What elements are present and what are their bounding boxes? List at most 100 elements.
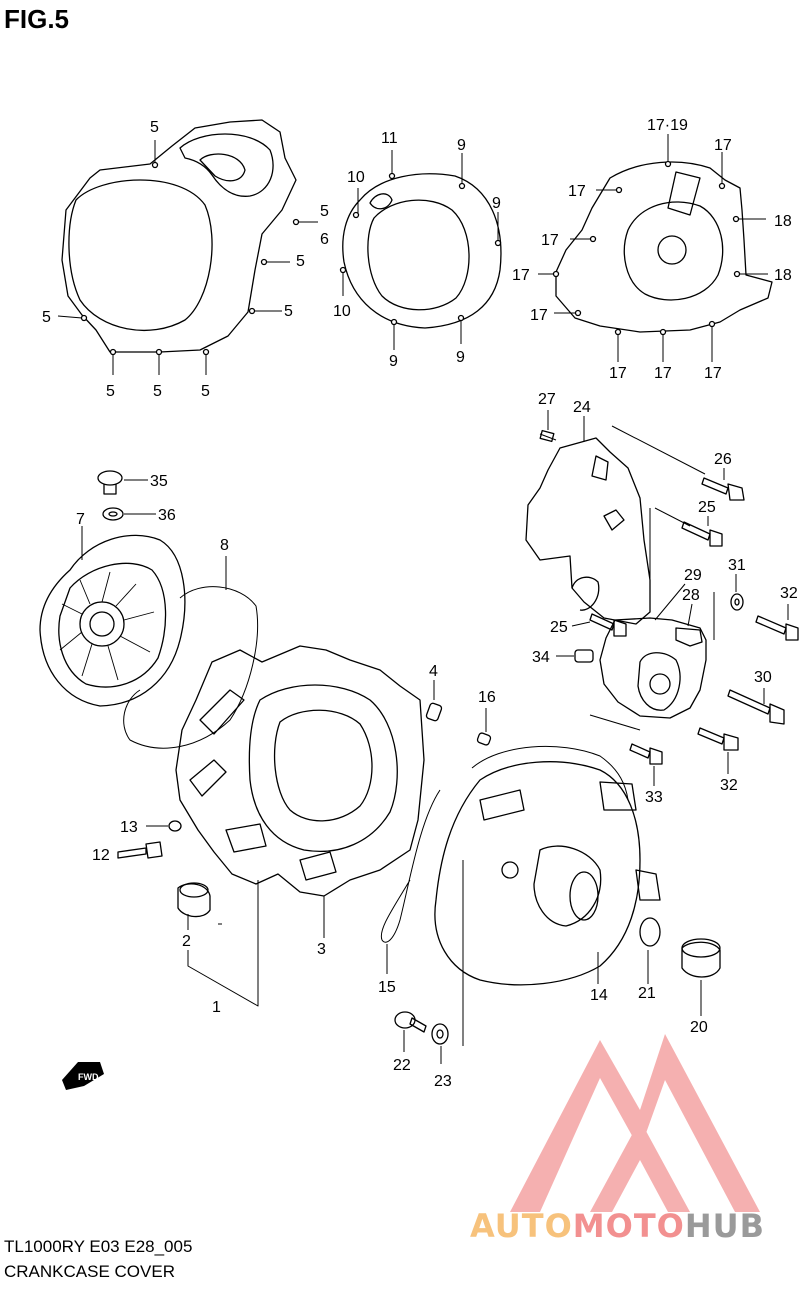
callout-c32b: 32: [720, 777, 738, 794]
callout-c5b: 5: [320, 203, 329, 220]
callout-c31: 31: [728, 557, 746, 574]
bolt-33: [629, 743, 663, 765]
callout-c4: 4: [429, 663, 438, 680]
bolt-30: [727, 689, 785, 725]
callout-c5e: 5: [42, 309, 51, 326]
bolt-22: [394, 1011, 427, 1033]
gasket-8: [123, 586, 259, 749]
callout-c5h: 5: [201, 383, 210, 400]
callout-c12: 12: [92, 847, 110, 864]
plug-35: [97, 470, 123, 495]
callout-c10a: 10: [347, 169, 365, 186]
callout-c10b: 10: [333, 303, 351, 320]
callout-c17g: 17: [654, 365, 672, 382]
dowel-4: [425, 702, 443, 722]
callout-c17d: 17: [512, 267, 530, 284]
washer-31: [730, 593, 744, 611]
water-pump-assembly: [589, 592, 715, 731]
watermark-logo-icon: [510, 1034, 760, 1212]
callout-c17e: 17: [530, 307, 548, 324]
bolt-26: [701, 477, 745, 501]
callout-c14: 14: [590, 987, 608, 1004]
bolt-32b: [697, 727, 739, 751]
callout-c9b: 9: [492, 195, 501, 212]
callout-c32a: 32: [780, 585, 798, 602]
callout-c30: 30: [754, 669, 772, 686]
callout-c17f: 17: [609, 365, 627, 382]
figure-caption: CRANKCASE COVER: [4, 1262, 175, 1281]
callout-c9d: 9: [456, 349, 465, 366]
callout-c20: 20: [690, 1019, 708, 1036]
callout-c17h: 17: [704, 365, 722, 382]
gasket-15: [380, 745, 629, 943]
callout-c1: 1: [212, 999, 221, 1016]
callout-c21: 21: [638, 985, 656, 1002]
callout-c25a: 25: [698, 499, 716, 516]
callout-c1719: 17·19: [647, 117, 688, 134]
washer-36: [102, 507, 124, 521]
callout-c5c: 5: [296, 253, 305, 270]
callout-c6: 6: [320, 231, 329, 248]
callout-c3: 3: [317, 941, 326, 958]
callout-c27: 27: [538, 391, 556, 408]
callout-c23: 23: [434, 1073, 452, 1090]
callout-c5a: 5: [150, 119, 159, 136]
callout-c17b: 17: [568, 183, 586, 200]
figure-title: FIG.5: [4, 4, 70, 34]
fwd-label: FWD: [78, 1072, 99, 1082]
oring-21: [639, 917, 661, 947]
callout-c11: 11: [381, 130, 398, 147]
callout-c2: 2: [182, 933, 191, 950]
cap-20: [681, 938, 721, 978]
callout-c8: 8: [220, 537, 229, 554]
callout-c5f: 5: [106, 383, 115, 400]
callout-c35: 35: [150, 473, 168, 490]
callout-c9c: 9: [389, 353, 398, 370]
washer-23: [431, 1023, 449, 1045]
washer-13: [168, 820, 182, 832]
callout-c5d: 5: [284, 303, 293, 320]
fwd-arrow-icon: FWD: [62, 1062, 104, 1090]
bolt-12: [117, 841, 163, 859]
dowel-34: [574, 649, 594, 663]
clutch-outer-cover: [39, 534, 186, 707]
callout-c29: 29: [684, 567, 702, 584]
callout-c7: 7: [76, 511, 85, 528]
callout-c34: 34: [532, 649, 550, 666]
callout-c9a: 9: [457, 137, 466, 154]
crankcase-cover-3: [175, 645, 425, 897]
callout-c25b: 25: [550, 619, 568, 636]
callout-c17a: 17: [714, 137, 732, 154]
part-24-cover: [525, 429, 651, 625]
watermark-text-part1: AUTO: [470, 1207, 573, 1245]
callout-c36: 36: [158, 507, 176, 524]
watermark-text: AUTOMOTOHUB: [470, 1207, 765, 1245]
bolt-32a: [755, 615, 799, 641]
bolt-25b: [589, 613, 627, 637]
callout-c5g: 5: [153, 383, 162, 400]
gasket-round-cover: [342, 173, 502, 329]
gasket-generator-cover: [555, 161, 773, 333]
watermark-text-part2: MOTO: [572, 1207, 685, 1245]
bushing-2: [177, 882, 211, 918]
bolt-25a: [681, 521, 723, 547]
callout-c33: 33: [645, 789, 663, 806]
watermark-text-part3: HUB: [684, 1207, 766, 1245]
generator-cover-14: [434, 761, 661, 986]
callout-c15: 15: [378, 979, 396, 996]
callout-c22: 22: [393, 1057, 411, 1074]
callout-c17c: 17: [541, 232, 559, 249]
callout-c18b: 18: [774, 267, 792, 284]
gasket-clutch-cover: [61, 119, 297, 353]
model-code: TL1000RY E03 E28_005: [4, 1237, 193, 1256]
callout-c13: 13: [120, 819, 138, 836]
dowel-16: [476, 732, 492, 746]
callout-c26: 26: [714, 451, 732, 468]
callout-c18a: 18: [774, 213, 792, 230]
callout-c28: 28: [682, 587, 700, 604]
callout-c16: 16: [478, 689, 496, 706]
callout-c24: 24: [573, 399, 591, 416]
